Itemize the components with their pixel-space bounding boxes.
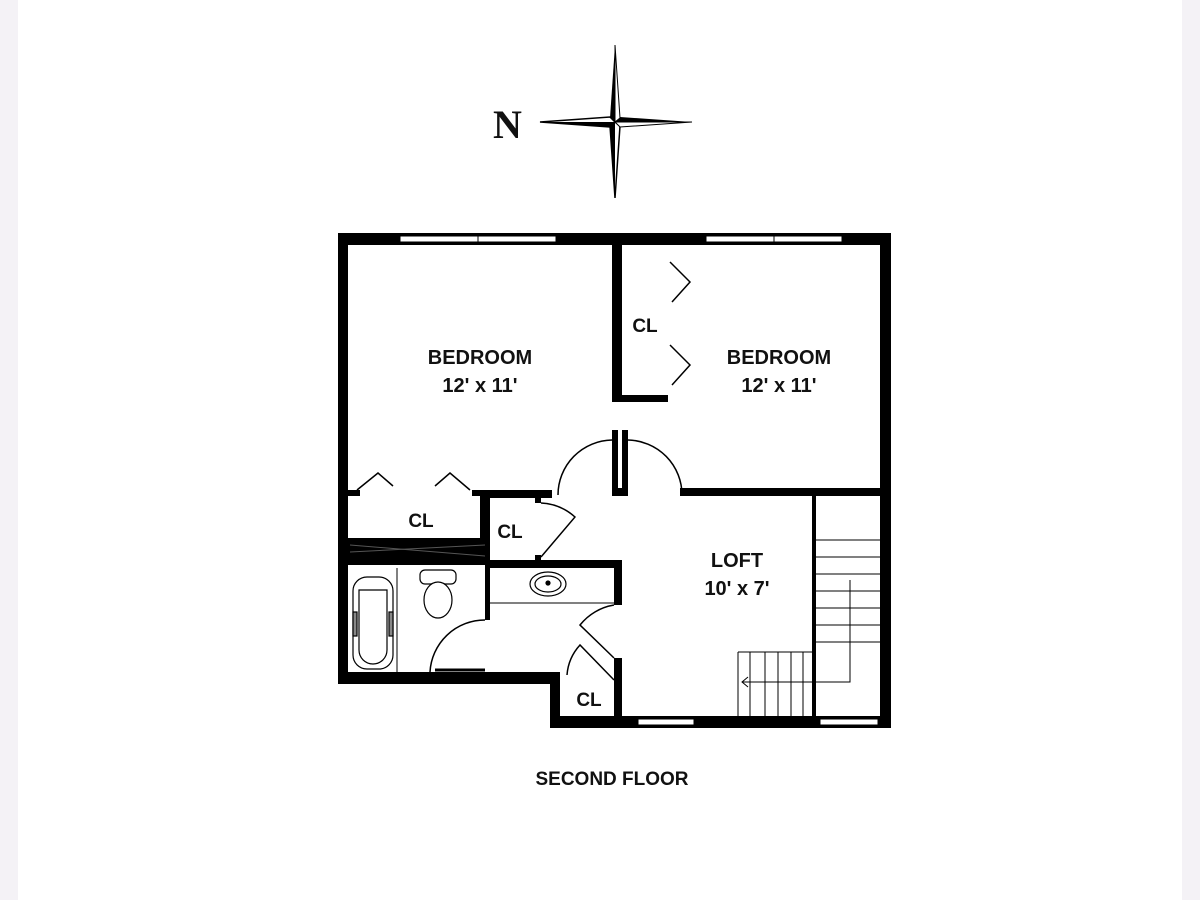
staircase	[737, 539, 880, 716]
bathtub-icon	[352, 576, 394, 670]
closet-label: CL	[632, 316, 658, 337]
closet-label: CL	[497, 522, 523, 543]
toilet-icon	[419, 569, 457, 619]
room-name-bedroom-2: BEDROOM	[727, 347, 831, 369]
room-name-loft: LOFT	[711, 550, 763, 572]
compass-rose-icon	[539, 44, 693, 199]
room-size-loft: 10' x 7'	[704, 578, 769, 600]
floor-title: SECOND FLOOR	[535, 769, 688, 790]
windows	[399, 235, 879, 726]
closet-label: CL	[408, 511, 434, 532]
doors	[356, 261, 692, 681]
shower-band	[349, 544, 486, 557]
room-size-bedroom-2: 12' x 11'	[741, 375, 816, 397]
room-size-bedroom-1: 12' x 11'	[442, 375, 517, 397]
floor-plan-sheet	[18, 0, 1182, 900]
sink-icon	[529, 571, 567, 597]
closet-label: CL	[576, 690, 602, 711]
walls	[338, 233, 891, 728]
north-label: N	[493, 102, 522, 147]
room-name-bedroom-1: BEDROOM	[428, 347, 532, 369]
